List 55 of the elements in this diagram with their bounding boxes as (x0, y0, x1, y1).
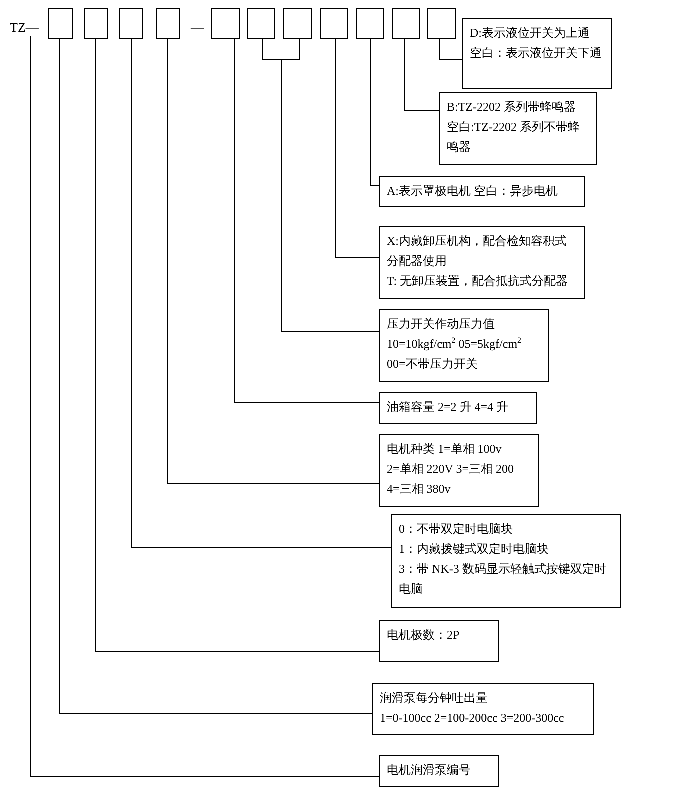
option-text: 10=10kgf/cm$^{2}$ 05=5kgf/cm$^{2}$ (387, 335, 523, 353)
description-box (379, 392, 537, 424)
leader-line (370, 38, 380, 186)
option-text: 油箱容量 2=2 升 4=4 升 (387, 399, 510, 416)
description-box (391, 514, 621, 608)
code-box (156, 8, 180, 39)
option-text: 3：带 NK-3 数码显示轻触式按键双定时电脑 (399, 561, 608, 598)
leader-line (96, 38, 380, 652)
option-text: 4=三相 380v (387, 481, 452, 498)
code-box (320, 8, 348, 39)
description-box (379, 755, 499, 787)
leader-line (30, 36, 380, 778)
option-text: 2=单相 220V 3=三相 200 (387, 461, 515, 478)
option-text: B:TZ-2202 系列带蜂鸣器 (447, 99, 577, 116)
option-text: 电机种类 1=单相 100v (387, 441, 503, 458)
option-text: 1：内藏拨键式双定时电脑块 (399, 541, 550, 558)
code-box (283, 8, 312, 39)
code-box (84, 8, 108, 39)
code-box (247, 8, 275, 39)
option-text: 0：不带双定时电脑块 (399, 521, 514, 538)
description-box (372, 683, 594, 735)
description-box (379, 434, 539, 507)
code-box (392, 8, 420, 39)
leader-line (168, 38, 380, 484)
description-box (462, 18, 612, 89)
option-text: 1=0-100cc 2=100-200cc 3=200-300cc (380, 710, 566, 727)
option-text: X:内藏卸压机构，配合检知容积式分配器使用 (387, 233, 568, 270)
description-box (379, 309, 549, 382)
option-text: 电机极数：2P (387, 627, 461, 644)
separator-dash: — (191, 20, 204, 36)
code-box (211, 8, 240, 39)
description-box (439, 92, 597, 165)
code-box (356, 8, 384, 39)
option-text: 空白:TZ-2202 系列不带蜂鸣器 (447, 119, 581, 156)
option-text: 空白：表示液位开关下通 (470, 45, 603, 62)
leader-line (336, 38, 380, 258)
code-box (119, 8, 143, 39)
option-text: 压力开关作动压力值 (387, 316, 496, 333)
leader-line (404, 38, 440, 112)
code-box (48, 8, 73, 39)
option-text: 润滑泵每分钟吐出量 (380, 690, 489, 707)
option-text: D:表示液位开关为上通 (470, 25, 591, 42)
leader-line (132, 38, 392, 548)
code-box (427, 8, 456, 39)
description-box (379, 226, 585, 299)
leader-line (60, 38, 372, 714)
leader-line (440, 38, 462, 60)
leader-line (234, 38, 380, 404)
option-text: 电机润滑泵编号 (387, 762, 472, 779)
model-prefix: TZ— (10, 20, 39, 36)
option-text: T: 无卸压装置，配合抵抗式分配器 (387, 273, 570, 290)
option-text: A:表示罩极电机 空白：异步电机 (387, 183, 559, 200)
option-text: 00=不带压力开关 (387, 356, 479, 373)
description-box (379, 620, 499, 662)
description-box (379, 176, 585, 207)
